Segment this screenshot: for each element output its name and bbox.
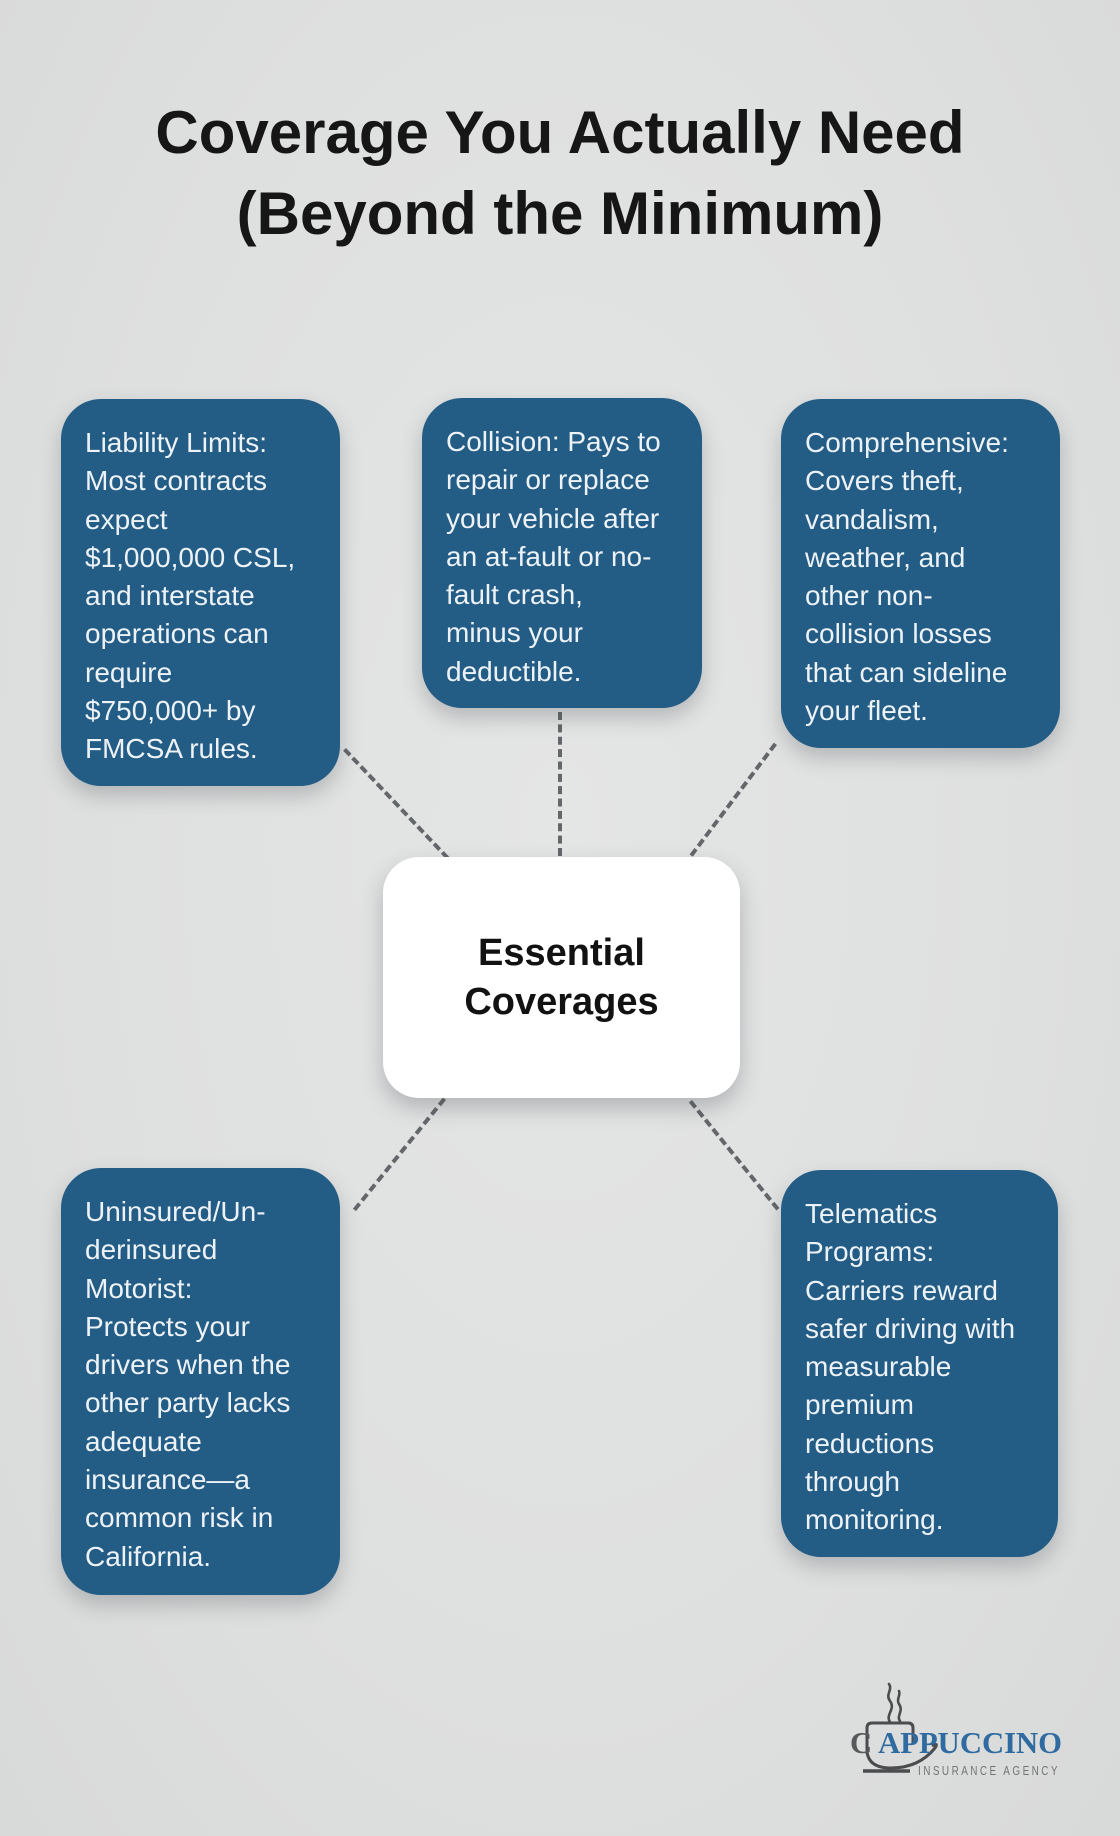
connector-liability-to-center — [343, 748, 450, 860]
coffee-cup-icon — [863, 1721, 938, 1773]
card-comprehensive: Comprehensive: Covers theft, vandalism, … — [781, 399, 1060, 748]
brand-letter-c: C — [850, 1725, 872, 1760]
card-telematics: Telematics Programs: Carriers reward saf… — [781, 1170, 1058, 1557]
connector-collision-to-center — [558, 712, 562, 856]
center-node-essential-coverages: Essential Coverages — [383, 857, 740, 1098]
card-liability-limits: Liability Limits: Most contracts expect … — [61, 399, 340, 786]
connector-comprehensive-to-center — [689, 742, 777, 857]
brand-tagline: INSURANCE AGENCY — [918, 1763, 1060, 1778]
brand-logo: C APPUCCINO INSURANCE AGENCY — [838, 1682, 1078, 1792]
connector-center-to-telematics — [688, 1100, 780, 1211]
card-uninsured-motorist: Uninsured/Un- derinsured Motorist: Prote… — [61, 1168, 340, 1595]
brand-wordmark: C APPUCCINO — [850, 1725, 1062, 1760]
page-title: Coverage You Actually Need (Beyond the M… — [155, 99, 965, 247]
brand-rest: APPUCCINO — [878, 1725, 1062, 1760]
connector-center-to-uninsured — [352, 1097, 446, 1212]
steam-icon — [887, 1682, 902, 1724]
card-collision: Collision: Pays to repair or replace you… — [422, 398, 702, 708]
cappuccino-logo-graphic: C APPUCCINO INSURANCE AGENCY — [850, 1682, 1062, 1778]
